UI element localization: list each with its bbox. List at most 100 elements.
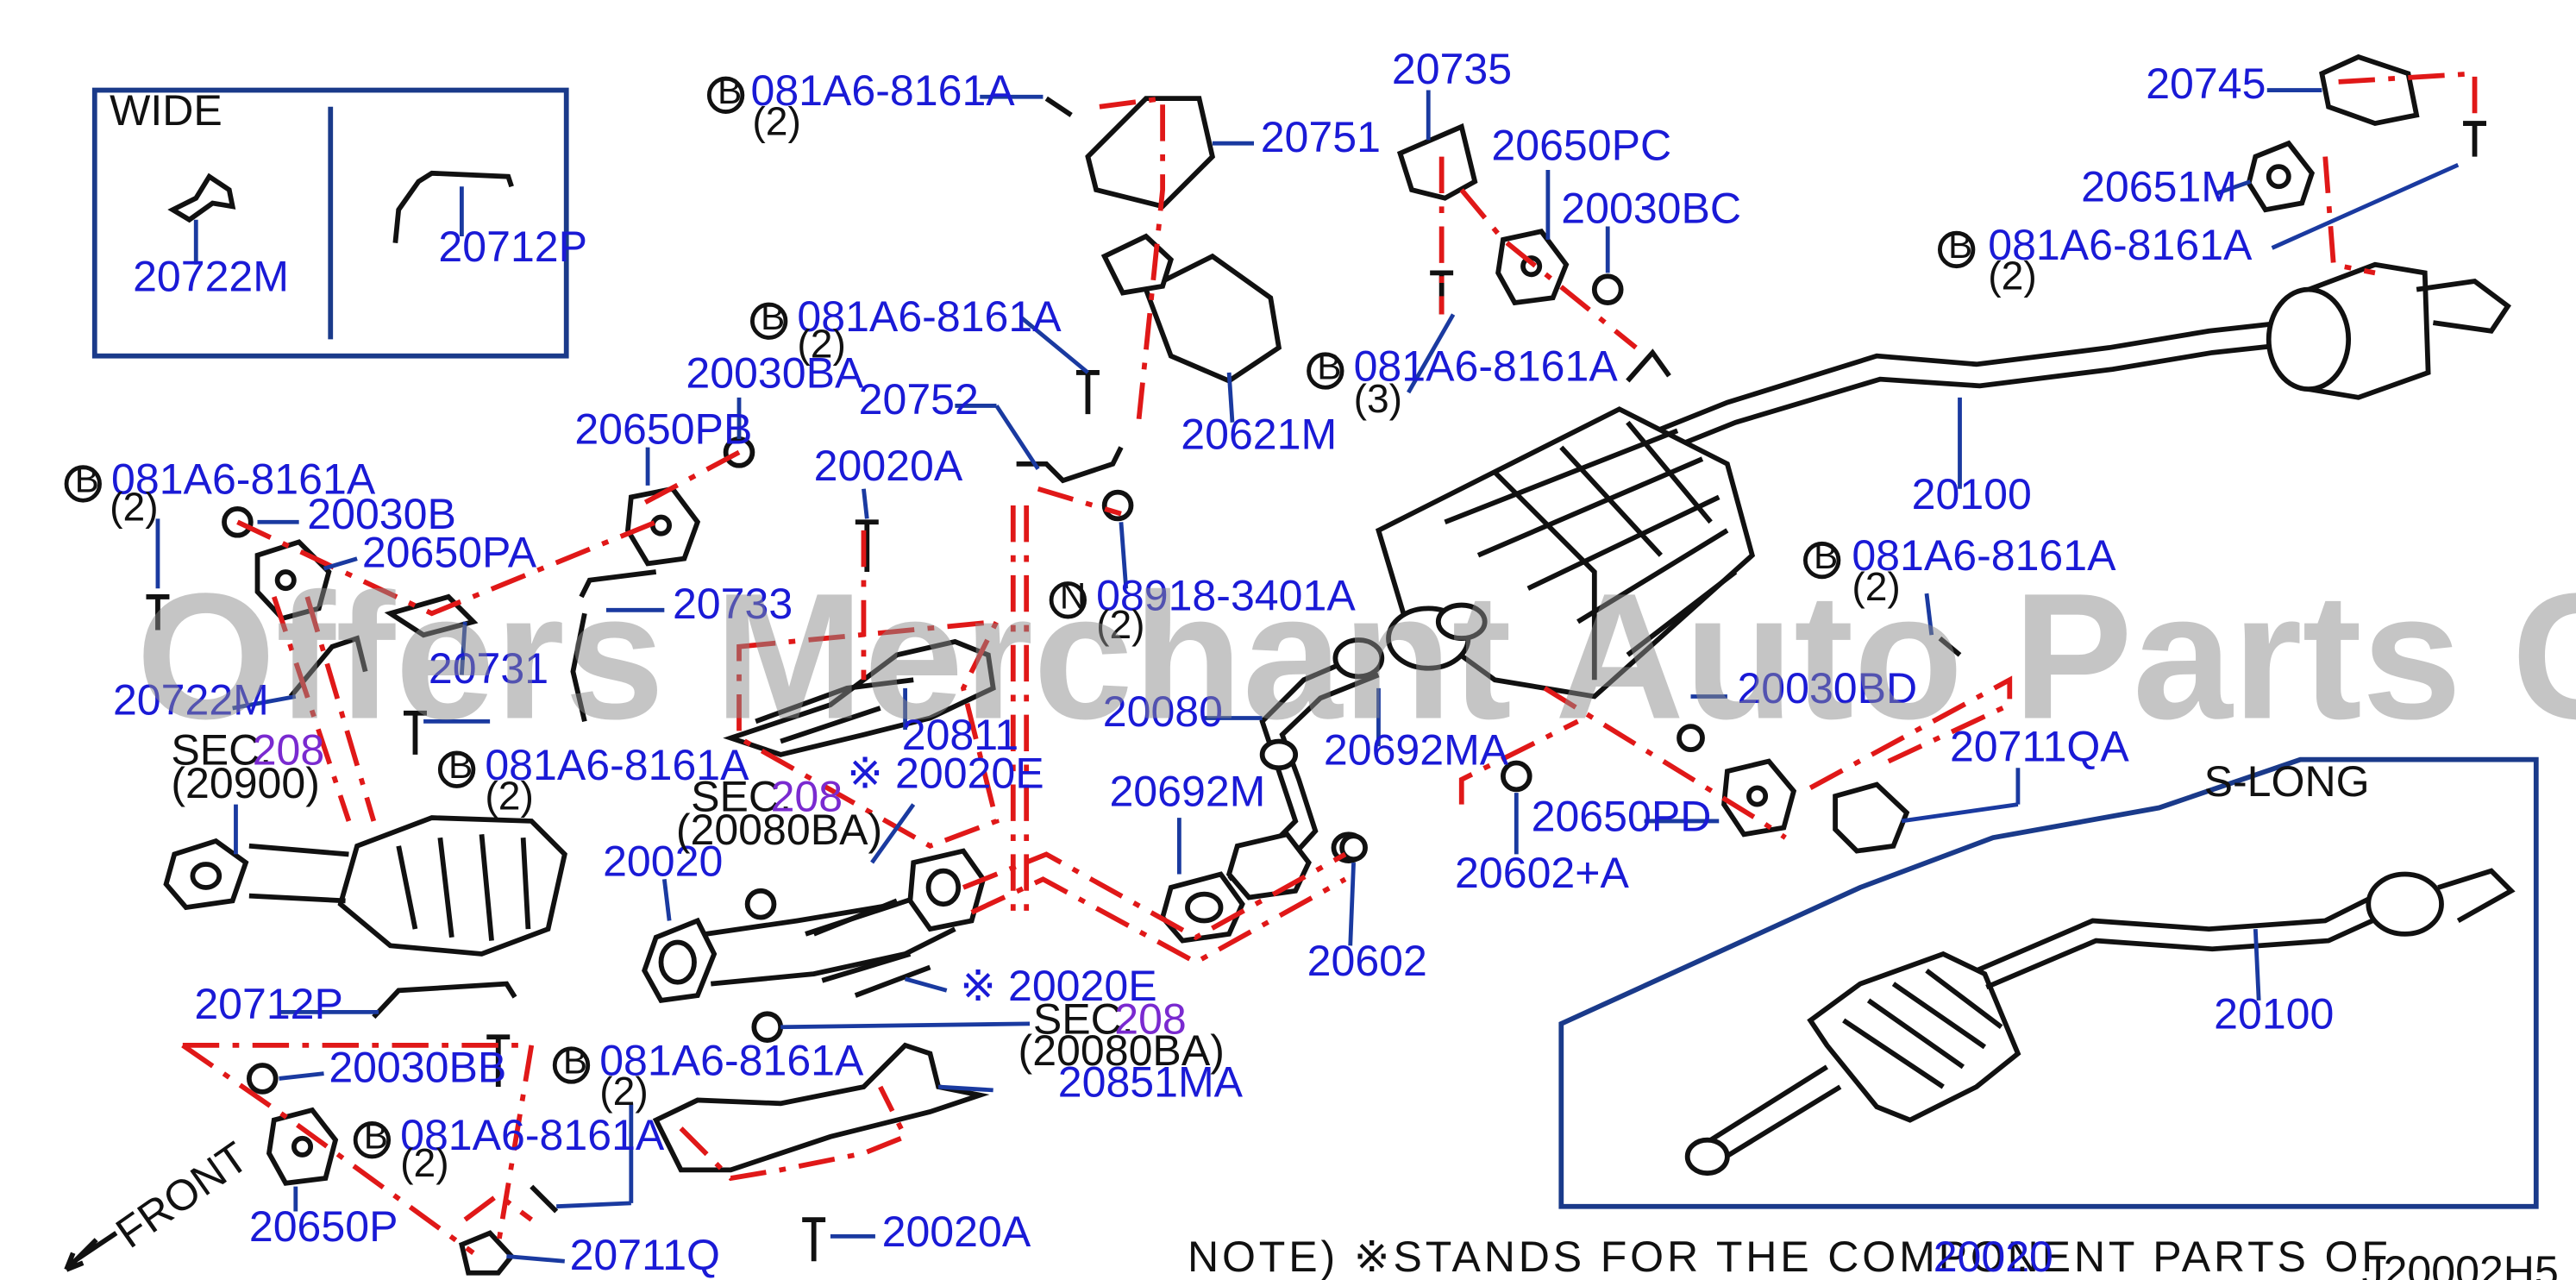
part-20650PB[interactable]: 20650PB xyxy=(574,405,752,454)
sec-sub: (20080BA) xyxy=(1018,1026,1225,1075)
part-20650PA[interactable]: 20650PA xyxy=(362,528,537,576)
note-ref[interactable]: 20020 xyxy=(1934,1233,2053,1280)
bolt-callout-8[interactable]: B 081A6-8161A (2) xyxy=(552,1037,864,1114)
part-20751[interactable]: 20751 xyxy=(1261,113,1381,161)
part-labels: 20751 20621M 20735 20650PC 20030BC 20745… xyxy=(113,45,2266,1279)
bolt-qty: (2) xyxy=(1852,564,1901,609)
bolt-callout-5[interactable]: B 081A6-8161A (2) xyxy=(64,455,376,530)
bracket-20722M-icon xyxy=(167,173,236,223)
part-20692MA[interactable]: 20692MA xyxy=(1324,725,1509,774)
section-refs: SEC. 208 (20900) SEC. 208 (20080BA) SEC.… xyxy=(171,725,1225,1075)
part-20711Q[interactable]: 20711Q xyxy=(570,1231,720,1279)
bolt-icon xyxy=(1044,96,1073,117)
bolt-icon xyxy=(802,1217,826,1262)
part-20020E-bottom[interactable]: ※ 20020E xyxy=(960,962,1156,1010)
part-20712P[interactable]: 20712P xyxy=(194,980,343,1028)
part-20711QA[interactable]: 20711QA xyxy=(1950,723,2129,771)
bolt-code: 081A6-8161A xyxy=(1354,342,1619,391)
bolt-callout-2[interactable]: B 081A6-8161A (2) xyxy=(750,292,1062,367)
phantom-lines xyxy=(181,71,2478,1255)
part-20752[interactable]: 20752 xyxy=(859,375,979,424)
part-20030BB[interactable]: 20030BB xyxy=(329,1043,506,1091)
bolt-badge: B xyxy=(1814,536,1838,576)
wide-label: WIDE xyxy=(110,86,223,135)
section-ref-3[interactable]: SEC. 208 (20080BA) xyxy=(1018,995,1225,1075)
bolt-badge: B xyxy=(563,1041,587,1082)
bolt-callout-3[interactable]: B 081A6-8161A (3) xyxy=(1307,342,1619,422)
part-20100[interactable]: 20100 xyxy=(1912,470,2032,518)
bolt-callout-9[interactable]: B 081A6-8161A (2) xyxy=(353,1111,665,1185)
bolt-callout-1[interactable]: B 081A6-8161A (2) xyxy=(706,66,1015,144)
part-20602[interactable]: 20602 xyxy=(1307,937,1427,985)
bolt-icon xyxy=(855,519,879,573)
part-20080[interactable]: 20080 xyxy=(1103,687,1223,736)
sec-number: 208 xyxy=(253,725,325,774)
hanger-rod-20712P-icon xyxy=(392,170,514,244)
nut-callout[interactable]: N 08918-3401A (2) xyxy=(1049,571,1356,647)
sec-sub: (20080BA) xyxy=(676,806,882,854)
nut-20602-icon xyxy=(1339,833,1368,863)
part-20722M-main[interactable]: 20722M xyxy=(113,676,269,725)
diagram-id: J20002H5 xyxy=(2362,1247,2559,1280)
leaders xyxy=(155,88,2460,1264)
part-20851MA[interactable]: 20851MA xyxy=(1058,1058,1244,1107)
part-20030BD[interactable]: 20030BD xyxy=(1737,664,1917,712)
part-20650P[interactable]: 20650P xyxy=(249,1202,398,1251)
bolt-icon xyxy=(2463,121,2487,157)
part-20020A-top[interactable]: 20020A xyxy=(814,442,963,490)
bolt-code: 081A6-8161A xyxy=(599,1037,864,1085)
section-ref-1[interactable]: SEC. 208 (20900) xyxy=(171,725,324,807)
bolt-code: 081A6-8161A xyxy=(750,66,1015,115)
part-20020E-top[interactable]: ※ 20020E xyxy=(847,749,1044,797)
part-20735[interactable]: 20735 xyxy=(1392,45,1512,93)
part-20020[interactable]: 20020 xyxy=(603,837,723,885)
catalytic-converter-icon xyxy=(337,815,567,957)
bolt-qty: (3) xyxy=(1354,376,1403,421)
bolt-callouts: B 081A6-8161A (2) B 081A6-8161A (2) B 08… xyxy=(64,66,2253,1185)
nut-20030BB-icon xyxy=(246,1063,279,1095)
part-20100-long[interactable]: 20100 xyxy=(2214,990,2334,1038)
part-20651M[interactable]: 20651M xyxy=(2081,163,2237,211)
sec-sub: (20900) xyxy=(171,759,320,807)
part-20712P-wide[interactable]: 20712P xyxy=(438,223,587,271)
part-20621M[interactable]: 20621M xyxy=(1181,411,1337,459)
bracket-20711Q-icon xyxy=(459,1230,515,1276)
bolt-qty: (2) xyxy=(1988,254,2037,298)
section-ref-2[interactable]: SEC. 208 (20080BA) xyxy=(676,772,882,854)
bolt-badge: B xyxy=(761,297,785,337)
muffler-long-icon xyxy=(1807,951,2021,1123)
front-label: FRONT xyxy=(107,1133,256,1258)
nut-code: 08918-3401A xyxy=(1096,571,1356,619)
nut-20030BD-icon xyxy=(1677,724,1705,752)
sec-number: 208 xyxy=(771,772,843,820)
bracket-20722M-icon xyxy=(288,635,368,699)
part-20650PD[interactable]: 20650PD xyxy=(1532,792,1712,840)
part-20030B[interactable]: 20030B xyxy=(307,490,456,538)
bolt-qty: (2) xyxy=(797,322,846,367)
bolt-code: 081A6-8161A xyxy=(400,1111,665,1159)
part-20602A[interactable]: 20602+A xyxy=(1455,849,1629,897)
part-20020A-bottom[interactable]: 20020A xyxy=(882,1208,1031,1256)
part-20692M[interactable]: 20692M xyxy=(1109,768,1265,816)
bracket-20735-icon xyxy=(1396,122,1478,201)
mounts xyxy=(254,53,2420,1276)
part-20731[interactable]: 20731 xyxy=(429,644,548,693)
bolt-code: 081A6-8161A xyxy=(1988,221,2253,269)
bolt-icon xyxy=(1075,370,1100,415)
slong-inset: S-LONG 20100 xyxy=(1558,756,2539,1209)
bolt-icon xyxy=(1938,636,1962,657)
wide-inset: WIDE 20722M 20712P xyxy=(91,86,587,359)
part-20745[interactable]: 20745 xyxy=(2146,60,2266,108)
part-20811[interactable]: 20811 xyxy=(902,711,1019,759)
part-20650PC[interactable]: 20650PC xyxy=(1491,121,1671,169)
part-20722M-wide[interactable]: 20722M xyxy=(133,253,289,301)
part-20030BA[interactable]: 20030BA xyxy=(686,348,864,397)
bolt-callout-7[interactable]: B 081A6-8161A (2) xyxy=(437,741,749,819)
part-20030BC[interactable]: 20030BC xyxy=(1561,185,1741,233)
part-20733[interactable]: 20733 xyxy=(673,580,793,628)
bolt-callout-6[interactable]: B 081A6-8161A (2) xyxy=(1802,531,2116,609)
bolt-qty: (2) xyxy=(752,99,801,144)
bolt-qty: (2) xyxy=(400,1140,448,1185)
bolt-callout-4[interactable]: B 081A6-8161A (2) xyxy=(1937,221,2253,298)
bolt-code: 081A6-8161A xyxy=(111,455,376,504)
